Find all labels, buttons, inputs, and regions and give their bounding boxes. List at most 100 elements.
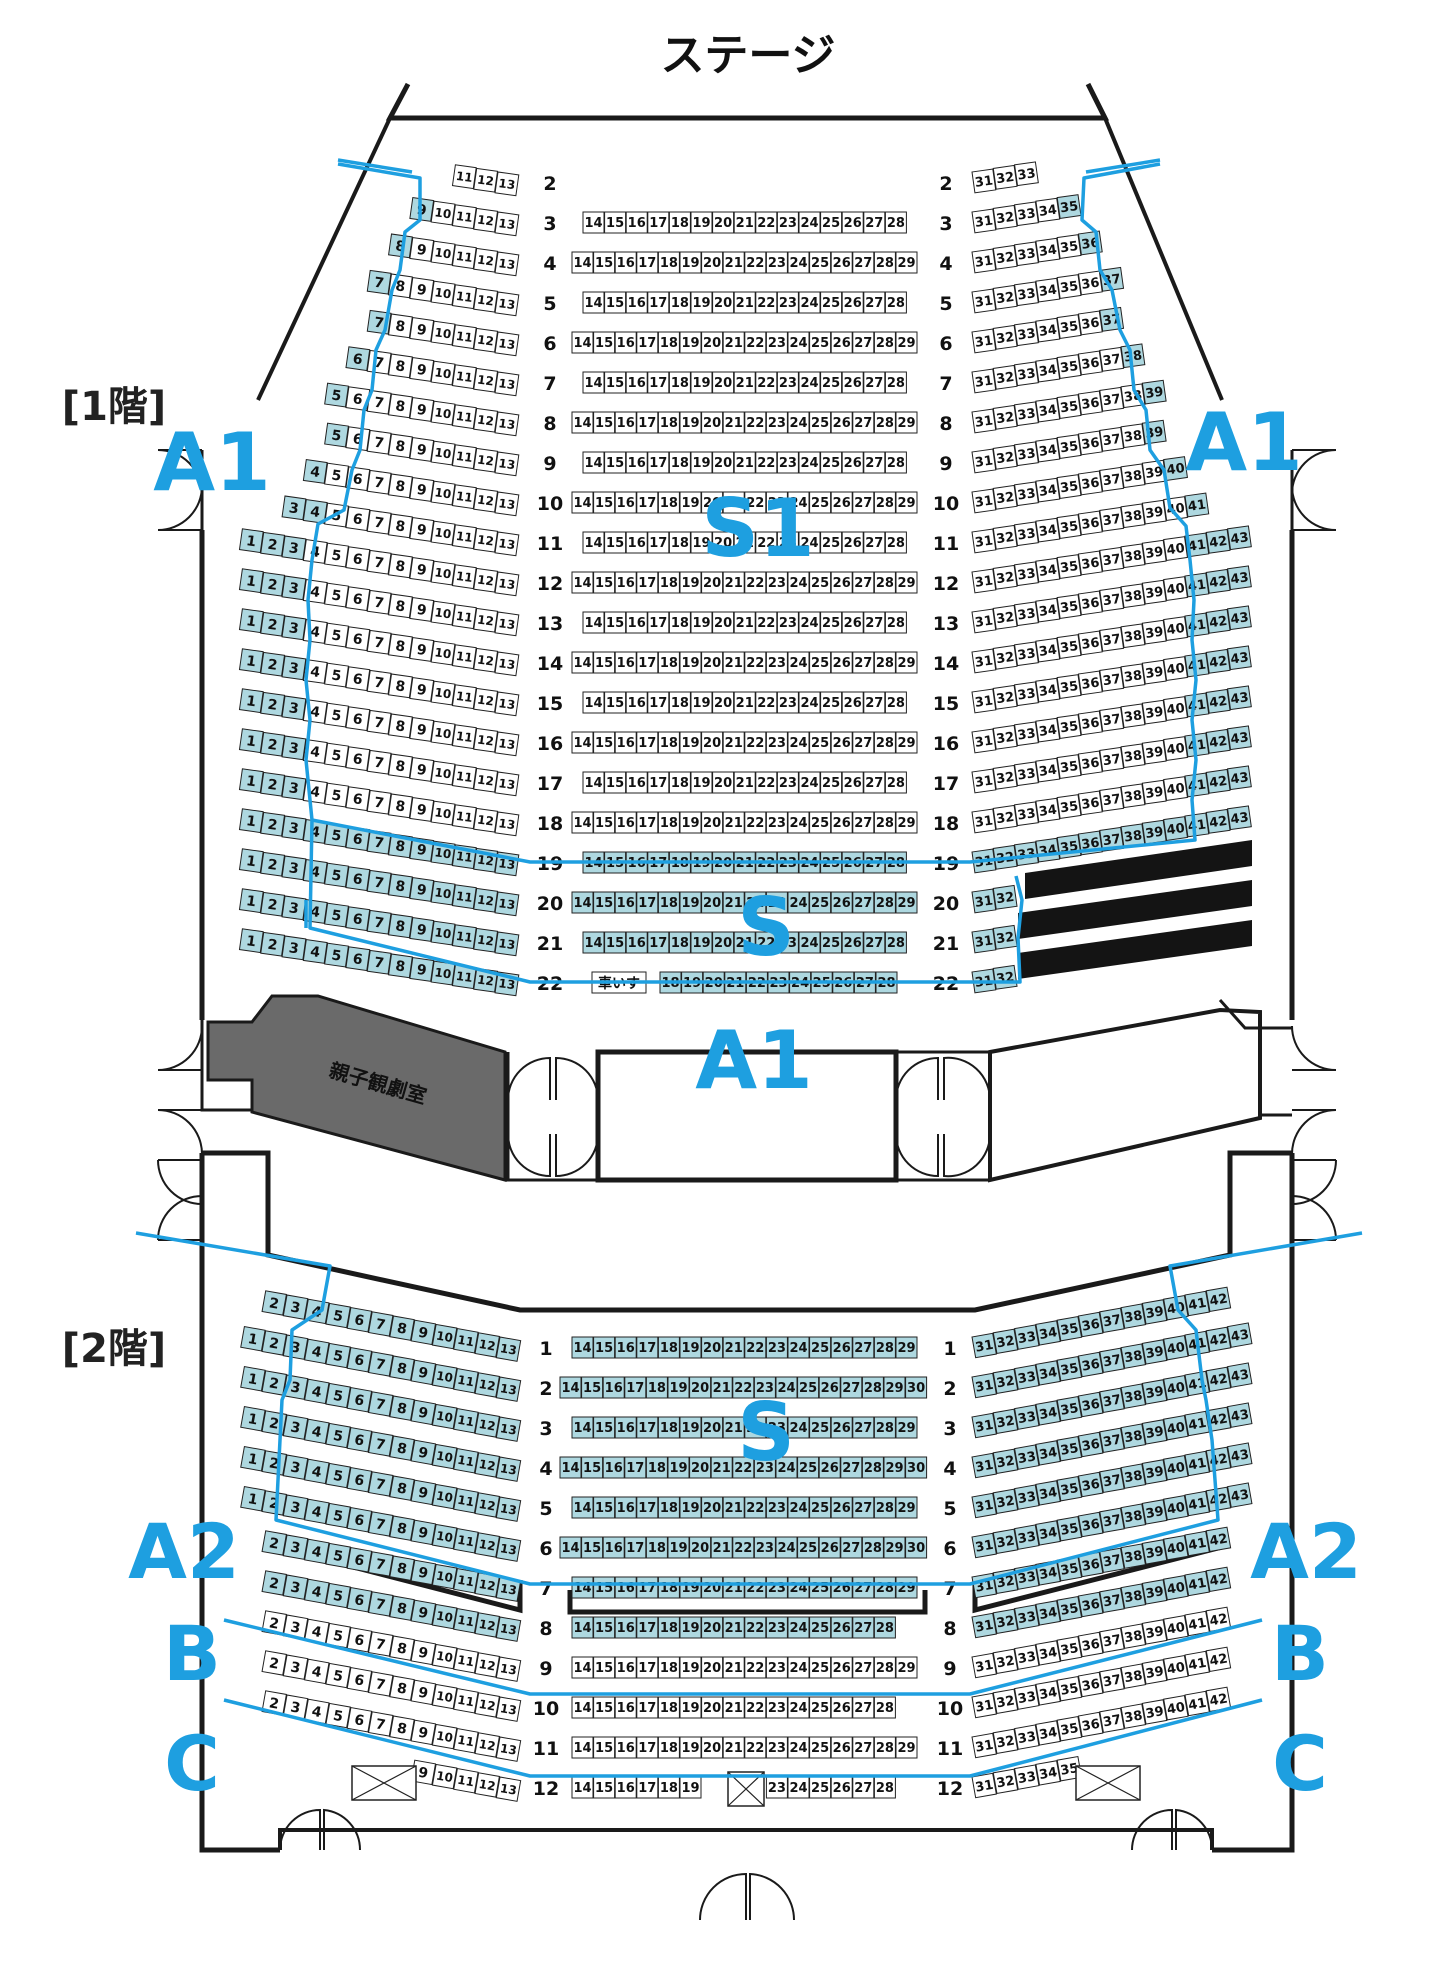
- seat-f2-11-6[interactable]: 6: [346, 1707, 373, 1733]
- seat-f2-4-24[interactable]: 24: [775, 1456, 798, 1479]
- seat-f2-7-5[interactable]: 5: [325, 1542, 351, 1569]
- seat-f2-8-34[interactable]: 34: [1035, 1600, 1061, 1626]
- seat-f2-8-8[interactable]: 8: [389, 1595, 415, 1621]
- seat-f2-4-35[interactable]: 35: [1056, 1435, 1083, 1462]
- seat-f2-7-18[interactable]: 18: [657, 1576, 680, 1599]
- seat-f1-17-4[interactable]: 4: [302, 739, 328, 764]
- seat-f2-8-18[interactable]: 18: [657, 1616, 680, 1639]
- seat-f2-10-18[interactable]: 18: [657, 1696, 680, 1719]
- seat-f1-8-37[interactable]: 37: [1099, 386, 1125, 412]
- seat-f2-12-14[interactable]: 14: [571, 1776, 594, 1799]
- seat-f2-11-27[interactable]: 27: [852, 1736, 875, 1759]
- seat-f2-1-9[interactable]: 9: [410, 1319, 437, 1346]
- seat-f2-8-14[interactable]: 14: [571, 1616, 594, 1639]
- seat-f2-6-43[interactable]: 43: [1227, 1482, 1253, 1508]
- seat-f1-10-27[interactable]: 27: [852, 491, 875, 514]
- seat-f2-2-3[interactable]: 3: [282, 1334, 309, 1360]
- seat-f1-19-7[interactable]: 7: [366, 829, 392, 855]
- seat-f2-11-14[interactable]: 14: [571, 1736, 594, 1759]
- seat-f2-10-42[interactable]: 42: [1205, 1646, 1232, 1673]
- seat-f2-7-42[interactable]: 42: [1205, 1526, 1232, 1553]
- seat-f1-5-10[interactable]: 10: [430, 280, 456, 306]
- seat-f2-5-23[interactable]: 23: [765, 1496, 788, 1519]
- seat-f1-19-41[interactable]: 41: [1184, 812, 1210, 838]
- seat-f1-9-14[interactable]: 14: [582, 451, 605, 474]
- seat-f1-3-31[interactable]: 31: [971, 208, 997, 234]
- seat-f2-7-36[interactable]: 36: [1077, 1551, 1104, 1578]
- seat-f1-15-11[interactable]: 11: [451, 684, 477, 710]
- seat-f2-3-7[interactable]: 7: [367, 1391, 394, 1417]
- seat-f2-3-42[interactable]: 42: [1205, 1366, 1232, 1393]
- seat-f1-8-17[interactable]: 17: [636, 411, 659, 434]
- seat-f1-5-9[interactable]: 9: [409, 277, 435, 302]
- seat-f1-15-5[interactable]: 5: [324, 662, 349, 688]
- seat-f1-9-38[interactable]: 38: [1120, 423, 1146, 449]
- seat-f2-10-40[interactable]: 40: [1163, 1654, 1189, 1681]
- seat-f1-20-16[interactable]: 16: [614, 891, 637, 914]
- seat-f1-16-12[interactable]: 12: [473, 727, 499, 753]
- seat-f1-12-18[interactable]: 18: [657, 571, 680, 594]
- seat-f1-5-19[interactable]: 19: [690, 291, 713, 314]
- seat-f2-11-22[interactable]: 22: [744, 1736, 767, 1759]
- seat-f2-4-33[interactable]: 33: [1014, 1444, 1040, 1470]
- seat-f1-20-10[interactable]: 10: [430, 880, 456, 906]
- seat-f1-3-12[interactable]: 12: [473, 207, 499, 233]
- seat-f1-15-16[interactable]: 16: [625, 691, 648, 714]
- seat-f2-5-32[interactable]: 32: [992, 1488, 1019, 1515]
- seat-f2-11-4[interactable]: 4: [304, 1698, 330, 1725]
- seat-f1-4-26[interactable]: 26: [830, 251, 853, 274]
- seat-f1-10-26[interactable]: 26: [830, 491, 853, 514]
- seat-f2-10-13[interactable]: 13: [495, 1696, 522, 1722]
- seat-f1-8-14[interactable]: 14: [571, 411, 594, 434]
- seat-f1-7-35[interactable]: 35: [1056, 354, 1082, 379]
- seat-f1-5-14[interactable]: 14: [582, 291, 605, 314]
- seat-f2-5-16[interactable]: 16: [614, 1496, 637, 1519]
- seat-f1-8-12[interactable]: 12: [473, 407, 499, 433]
- seat-f1-7-24[interactable]: 24: [798, 371, 821, 394]
- seat-f1-21-12[interactable]: 12: [473, 927, 499, 953]
- seat-f2-7-13[interactable]: 13: [495, 1576, 522, 1602]
- seat-f2-4-22[interactable]: 22: [732, 1456, 755, 1479]
- seat-f1-13-35[interactable]: 35: [1056, 594, 1082, 619]
- seat-f2-8-10[interactable]: 10: [431, 1603, 458, 1630]
- seat-f1-22-10[interactable]: 10: [430, 960, 456, 986]
- seat-f1-14-32[interactable]: 32: [992, 644, 1018, 670]
- seat-f2-2-5[interactable]: 5: [325, 1342, 351, 1369]
- seat-f2-8-3[interactable]: 3: [282, 1574, 309, 1600]
- seat-f2-11-36[interactable]: 36: [1077, 1711, 1104, 1738]
- seat-f2-8-42[interactable]: 42: [1205, 1566, 1232, 1593]
- seat-f2-9-9[interactable]: 9: [410, 1639, 437, 1666]
- seat-f2-11-15[interactable]: 15: [593, 1736, 616, 1759]
- seat-f2-1-42[interactable]: 42: [1205, 1286, 1232, 1313]
- seat-f1-11-16[interactable]: 16: [625, 531, 648, 554]
- seat-f2-9-5[interactable]: 5: [325, 1622, 351, 1649]
- seat-f1-7-15[interactable]: 15: [604, 371, 627, 394]
- seat-f1-6-32[interactable]: 32: [992, 324, 1018, 350]
- seat-f1-12-17[interactable]: 17: [636, 571, 659, 594]
- seat-f1-17-37[interactable]: 37: [1099, 746, 1125, 772]
- seat-f1-9-36[interactable]: 36: [1077, 430, 1103, 456]
- seat-f1-3-22[interactable]: 22: [755, 211, 778, 234]
- seat-f1-22-9[interactable]: 9: [409, 957, 435, 982]
- seat-f2-6-19[interactable]: 19: [667, 1536, 690, 1559]
- seat-f2-7-20[interactable]: 20: [701, 1576, 724, 1599]
- seat-f2-1-21[interactable]: 21: [722, 1336, 745, 1359]
- seat-f2-10-8[interactable]: 8: [389, 1675, 415, 1701]
- seat-f2-1-41[interactable]: 41: [1184, 1290, 1210, 1317]
- seat-f1-11-17[interactable]: 17: [647, 531, 670, 554]
- seat-f1-14-38[interactable]: 38: [1120, 623, 1146, 649]
- seat-f1-17-42[interactable]: 42: [1205, 728, 1231, 754]
- seat-f1-7-21[interactable]: 21: [733, 371, 756, 394]
- seat-f2-3-1[interactable]: 1: [240, 1366, 266, 1392]
- seat-f1-6-31[interactable]: 31: [971, 328, 997, 354]
- seat-f1-14-29[interactable]: 29: [895, 651, 918, 674]
- seat-f2-1-27[interactable]: 27: [852, 1336, 875, 1359]
- seat-f1-14-21[interactable]: 21: [722, 651, 745, 674]
- seat-f2-7-24[interactable]: 24: [787, 1576, 810, 1599]
- seat-f1-12-25[interactable]: 25: [809, 571, 832, 594]
- seat-f2-4-30[interactable]: 30: [905, 1456, 928, 1479]
- seat-f2-2-16[interactable]: 16: [602, 1376, 625, 1399]
- seat-f1-15-7[interactable]: 7: [366, 669, 392, 695]
- seat-f1-13-39[interactable]: 39: [1141, 579, 1167, 605]
- seat-f2-11-8[interactable]: 8: [389, 1715, 415, 1741]
